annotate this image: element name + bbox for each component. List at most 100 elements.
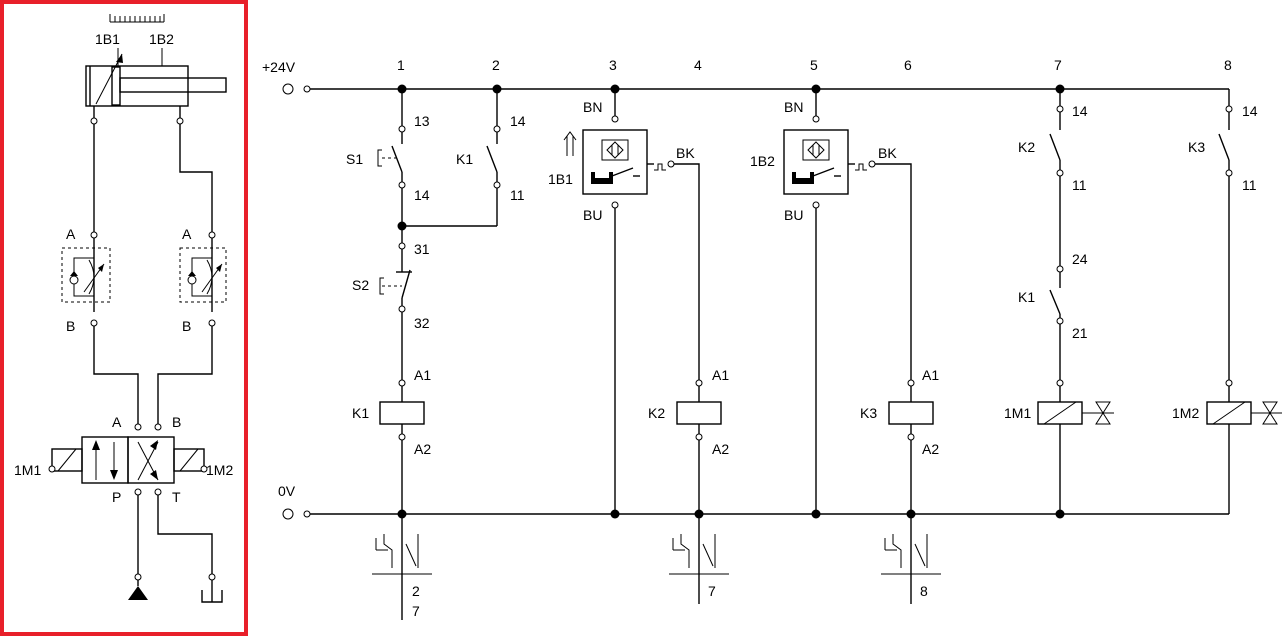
contact-ref-number: 7	[412, 603, 420, 619]
contact-reference-k2: 7	[669, 514, 729, 604]
terminal-label: 14	[414, 187, 430, 203]
valve-symbol-icon	[1259, 401, 1282, 425]
rung-2: 14 K1 11	[456, 89, 526, 226]
sensor-terminal-bk: BK	[676, 145, 695, 161]
flow-control-valve-right: A B	[179, 226, 227, 334]
solenoid-coil-1m1: 1M1	[1004, 386, 1114, 514]
column-number: 8	[1224, 57, 1232, 73]
contact-label-k1: K1	[456, 151, 473, 167]
terminal-label: 11	[1242, 177, 1257, 193]
dcv-port-t: T	[172, 489, 181, 505]
contact-k2: K2	[1018, 112, 1061, 170]
switch-label-s2: S2	[352, 277, 369, 293]
terminal-label: 14	[1242, 103, 1258, 119]
coil-label-k3: K3	[860, 405, 877, 421]
relay-coil-k2: K2	[648, 386, 722, 434]
rung-7: 14 K2 11 24 K1 21 1M1	[1004, 89, 1114, 514]
column-number: 4	[694, 57, 702, 73]
valve-symbol-icon	[1092, 401, 1114, 425]
port-a-right: A	[182, 226, 192, 242]
sensor-terminal-bn: BN	[784, 99, 803, 115]
contact-k1-holding: K1	[456, 132, 498, 182]
solenoid-label-1m2: 1M2	[1172, 405, 1199, 421]
terminal-label: 13	[414, 113, 430, 129]
relay-coil-k1: K1	[352, 386, 425, 434]
position-scale	[109, 14, 165, 23]
terminal-label: A1	[922, 367, 939, 383]
sensor-terminal-bn: BN	[583, 99, 602, 115]
dcv-port-b: B	[172, 414, 181, 430]
terminal-label: A1	[712, 367, 729, 383]
rail-label-0v: 0V	[278, 483, 296, 499]
contact-label-k2: K2	[1018, 139, 1035, 155]
terminal-label: A1	[414, 367, 431, 383]
pushbutton-s2: S2	[352, 249, 412, 306]
coil-label-k1: K1	[352, 405, 369, 421]
column-number: 6	[904, 57, 912, 73]
column-numbers: 1 2 3 4 5 6 7 8	[397, 57, 1232, 73]
terminal-label: 14	[1072, 103, 1088, 119]
contact-ref-number: 7	[708, 583, 716, 599]
sensor-terminal-bu: BU	[784, 207, 803, 223]
column-number: 3	[609, 57, 617, 73]
port-b-right: B	[182, 318, 191, 334]
solenoid-label-1m1: 1M1	[1004, 405, 1031, 421]
solenoid-label-1m1: 1M1	[14, 462, 41, 478]
relay-coil-k3: K3	[860, 386, 934, 434]
column-number: 2	[492, 57, 500, 73]
terminal-label: A2	[922, 441, 939, 457]
contact-ref-number: 8	[920, 583, 928, 599]
terminal-label: 14	[510, 113, 526, 129]
column-number: 5	[810, 57, 818, 73]
dcv-port-a: A	[112, 414, 122, 430]
rung-1: 13 S1 14 31 S2	[346, 89, 497, 514]
contact-ref-number: 2	[412, 583, 420, 599]
terminal-label: 21	[1072, 325, 1088, 341]
rung-5-6: BN 1B2 BK BU	[750, 89, 939, 514]
terminal-label: 31	[414, 241, 430, 257]
terminal-label: 11	[1072, 177, 1087, 193]
double-acting-cylinder	[85, 53, 227, 118]
rung-8: 14 K3 11 1M2	[1172, 89, 1282, 514]
directional-control-valve: A B 1M1 1M2 P T	[14, 414, 233, 505]
pneumatic-circuit: 1B1 1B2 A	[0, 0, 248, 636]
contact-k1: K1	[1018, 272, 1061, 318]
port-b-left: B	[66, 318, 75, 334]
solenoid-label-1m2: 1M2	[206, 462, 233, 478]
column-number: 1	[397, 57, 405, 73]
rung-3-4: BN 1B1	[548, 89, 729, 514]
terminal-label: 24	[1072, 251, 1088, 267]
solenoid-coil-1m2: 1M2	[1172, 386, 1282, 514]
contact-label-k1: K1	[1018, 289, 1035, 305]
contact-reference-k1: 2 7	[372, 514, 432, 620]
terminal-label: 11	[510, 187, 525, 203]
sensor-label-1b2: 1B2	[149, 31, 174, 47]
proximity-sensor-1b2: 1B2	[750, 129, 867, 195]
sensor-label-1b2: 1B2	[750, 153, 775, 169]
contact-reference-k3: 8	[881, 514, 941, 604]
pushbutton-s1: S1	[346, 132, 403, 182]
switch-label-s1: S1	[346, 151, 363, 167]
sensor-label-1b1: 1B1	[95, 31, 120, 47]
column-number: 7	[1054, 57, 1062, 73]
flow-control-valve-left: A B	[61, 226, 111, 334]
coil-label-k2: K2	[648, 405, 665, 421]
contact-label-k3: K3	[1188, 139, 1205, 155]
sensor-label-1b1: 1B1	[548, 171, 573, 187]
sensor-terminal-bu: BU	[583, 207, 602, 223]
highlight-frame	[0, 0, 248, 636]
sensor-terminal-bk: BK	[878, 145, 897, 161]
terminal-label: A2	[712, 441, 729, 457]
rail-label-24v: +24V	[262, 59, 296, 75]
junction-nodes	[397, 84, 1065, 519]
port-a-left: A	[66, 226, 76, 242]
exhaust-tank-icon	[201, 580, 223, 603]
dcv-port-p: P	[112, 489, 121, 505]
contact-k3: K3	[1188, 112, 1230, 170]
terminal-label: 32	[414, 315, 430, 331]
pressure-source-icon	[128, 586, 148, 600]
double-arrow-up-icon	[563, 131, 577, 156]
proximity-sensor-1b1: 1B1	[548, 129, 666, 195]
terminal-label: A2	[414, 441, 431, 457]
